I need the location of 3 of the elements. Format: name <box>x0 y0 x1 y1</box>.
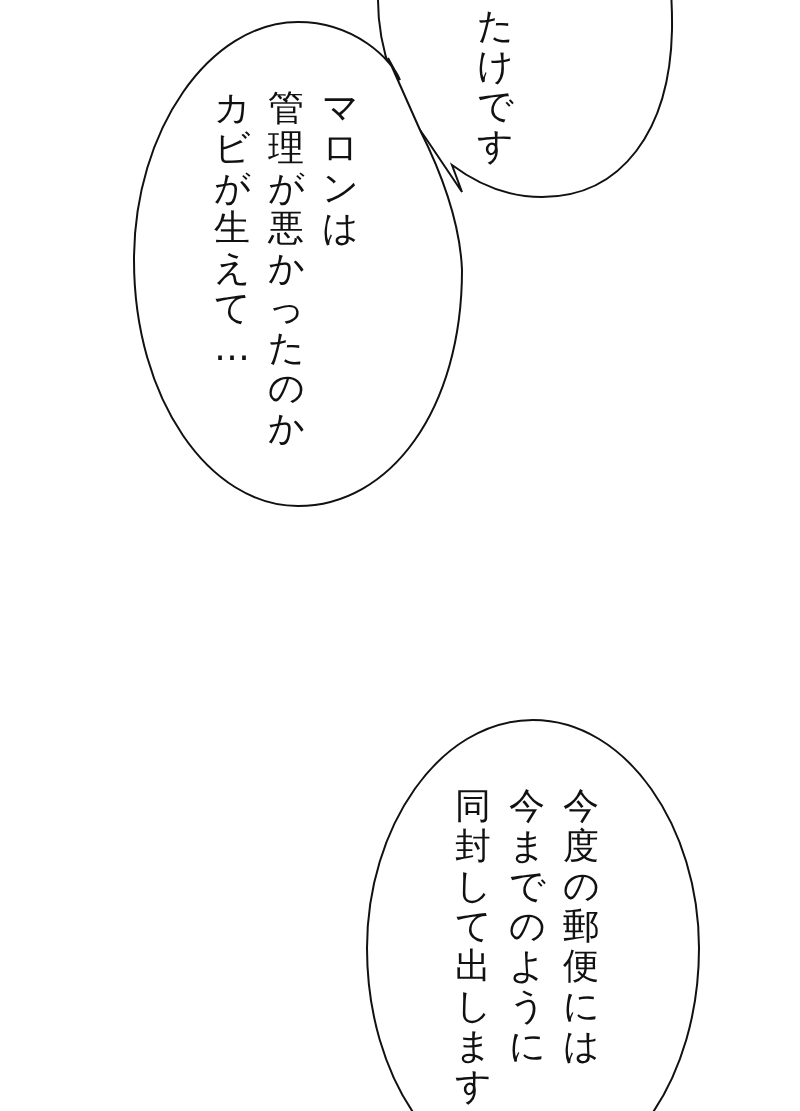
speech-text: マロンは管理が悪かったのかカビが生えて… <box>212 88 360 448</box>
speech-text: たけです <box>475 6 515 166</box>
speech-text: 今度の郵便には今までのように同封して出します <box>453 786 601 1106</box>
